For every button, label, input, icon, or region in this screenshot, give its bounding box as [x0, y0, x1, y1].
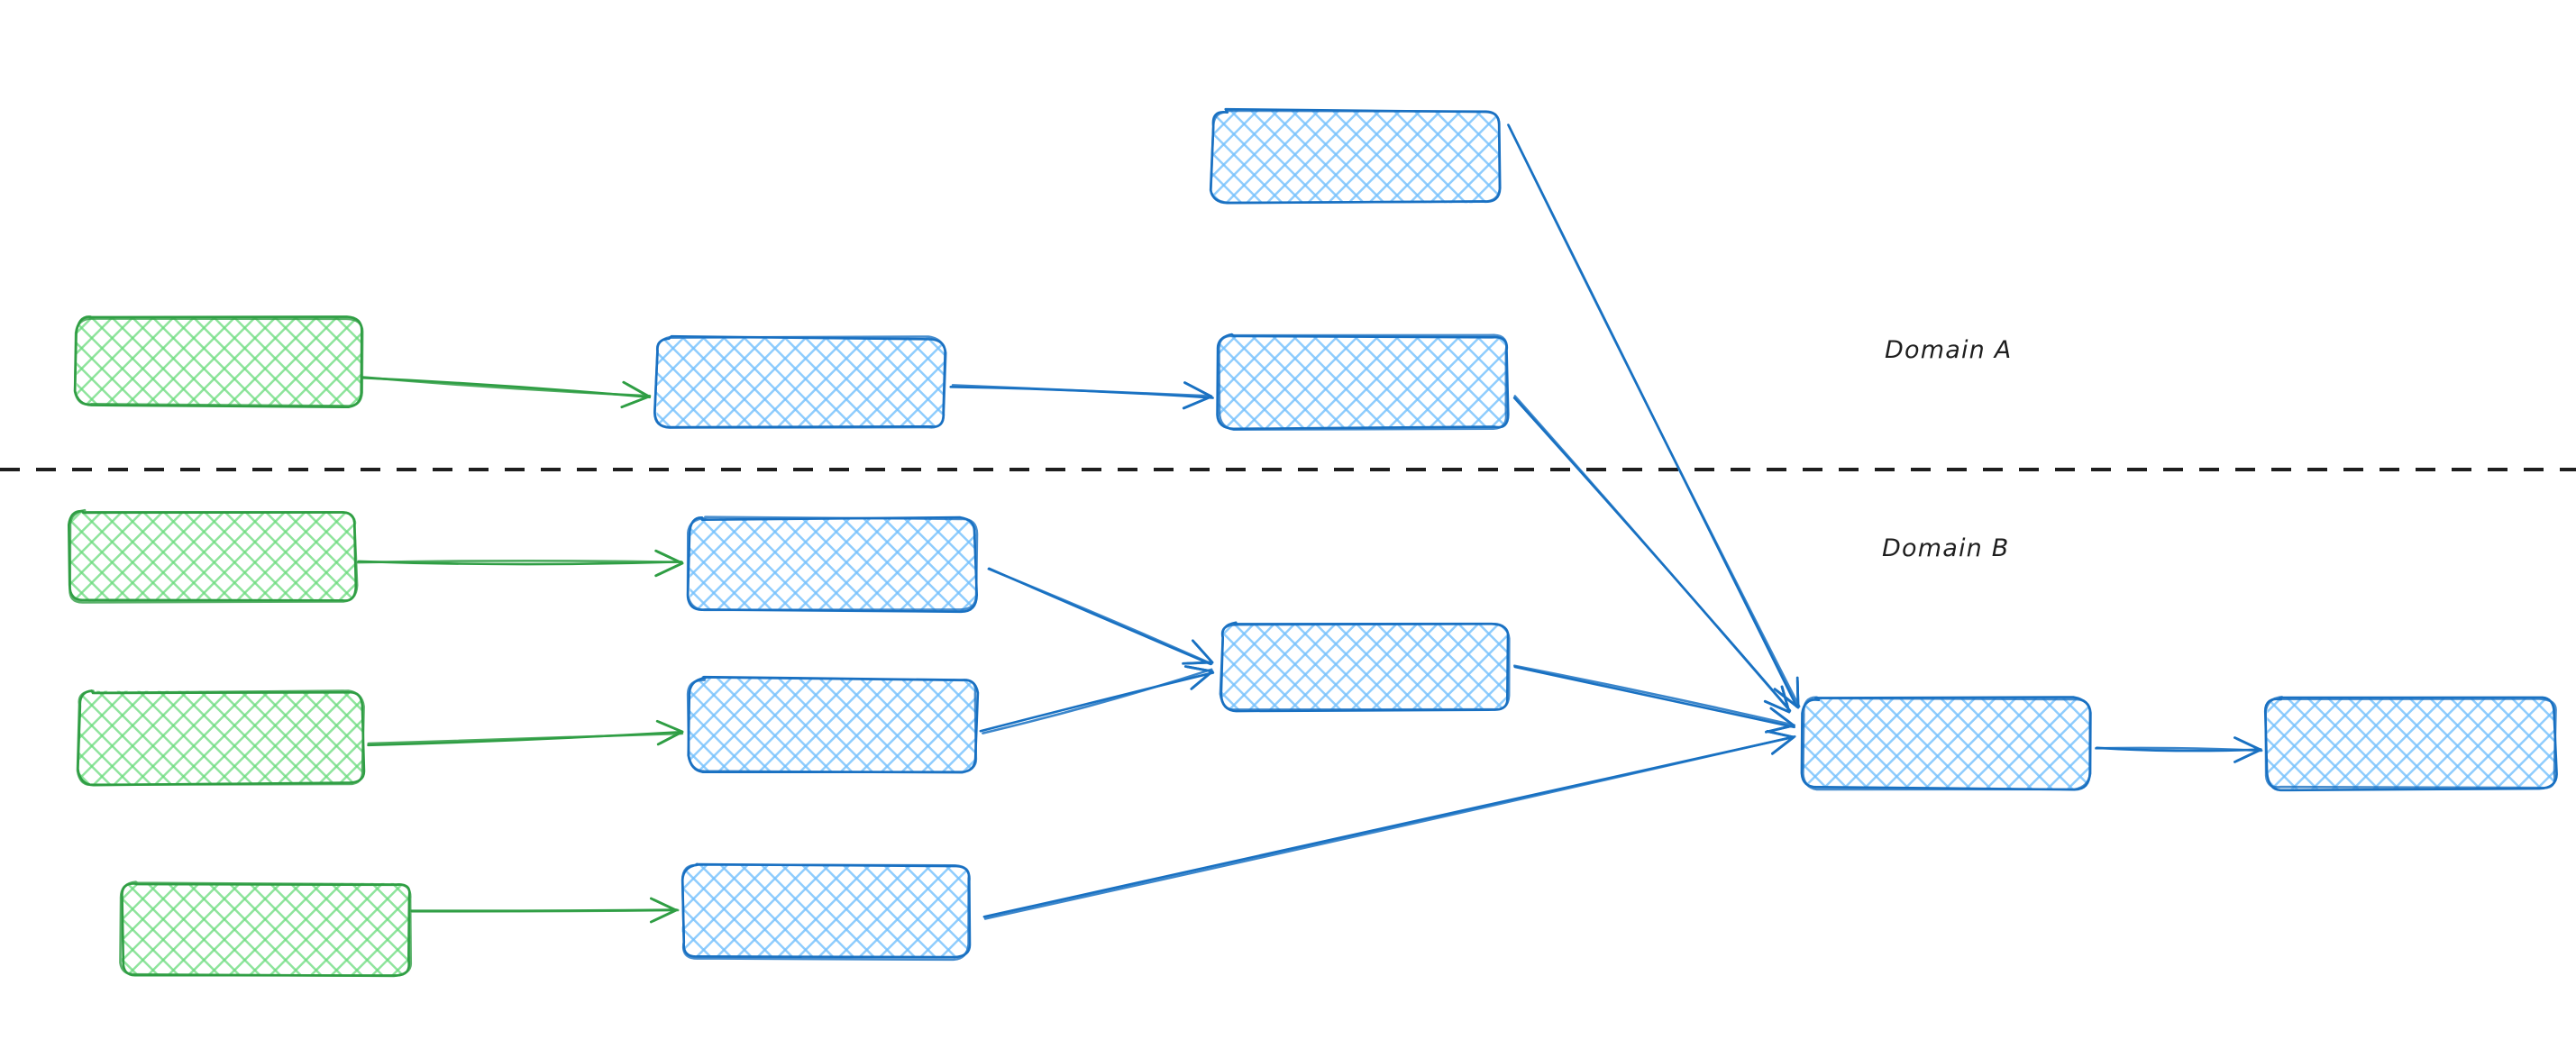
edge-e4 — [1512, 395, 1792, 714]
node-fill — [681, 864, 969, 959]
node-outline — [1218, 333, 1508, 432]
node-b-source-3[interactable] — [119, 880, 413, 978]
domain-b-label: Domain B — [1882, 534, 2009, 562]
edge-e2 — [949, 381, 1214, 410]
node-outline — [1210, 109, 1502, 205]
node-fill — [2267, 698, 2556, 789]
node-a-source-1[interactable] — [73, 315, 364, 409]
node-outline — [1219, 622, 1511, 711]
node-b-sink[interactable] — [2263, 696, 2558, 792]
node-fill — [1221, 623, 1509, 711]
node-b-source-1[interactable] — [67, 508, 359, 604]
node-outline — [2264, 696, 2557, 789]
node-fill — [1211, 110, 1500, 204]
node-fill — [77, 316, 361, 406]
node-b-hub[interactable] — [1800, 696, 2092, 791]
edge-e1 — [361, 376, 652, 409]
node-outline — [686, 515, 979, 612]
node-fill — [1802, 698, 2090, 789]
nodes-layer — [67, 107, 2558, 978]
node-fill — [69, 510, 357, 602]
node-a-proc-1[interactable] — [653, 334, 947, 429]
node-b-proc-2[interactable] — [686, 675, 980, 774]
node-fill — [656, 337, 945, 428]
edge-e3 — [1507, 123, 1801, 709]
node-a-proc-2[interactable] — [1216, 333, 1510, 432]
node-b-merge[interactable] — [1219, 621, 1511, 713]
node-outline — [76, 689, 365, 787]
labels-layer: Domain A Domain B — [1882, 336, 2012, 562]
node-outline — [73, 317, 364, 407]
edge-e5 — [356, 549, 684, 578]
node-fill — [1218, 335, 1507, 429]
edge-e7 — [409, 897, 680, 924]
edge-e12 — [2095, 736, 2263, 763]
edge-e11 — [982, 730, 1796, 920]
edge-e6 — [367, 719, 684, 747]
node-outline — [653, 335, 947, 429]
node-outline — [681, 863, 971, 962]
node-b-source-2[interactable] — [76, 689, 366, 787]
node-outline — [69, 508, 359, 604]
node-outline — [686, 676, 978, 774]
node-b-proc-3[interactable] — [681, 862, 972, 962]
edge-e8 — [987, 567, 1214, 666]
node-fill — [78, 690, 363, 784]
node-fill — [121, 882, 411, 977]
edge-e9 — [979, 665, 1215, 734]
node-b-proc-1[interactable] — [686, 515, 979, 614]
edges-layer — [356, 123, 2263, 924]
edge-e10 — [1513, 664, 1796, 734]
domain-a-label: Domain A — [1885, 336, 2012, 364]
node-fill — [690, 517, 977, 611]
node-fill — [690, 678, 977, 772]
node-outline — [1802, 696, 2092, 791]
node-outline — [119, 880, 413, 978]
node-a-proc-top[interactable] — [1209, 107, 1502, 205]
